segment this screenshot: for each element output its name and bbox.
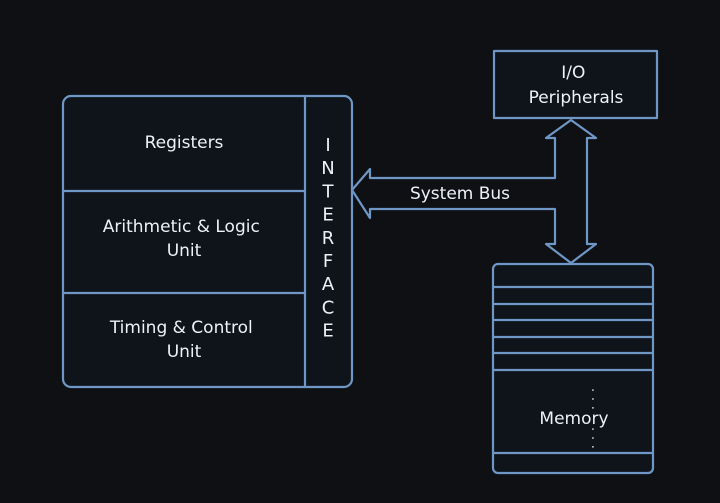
io-label: I/O Peripherals <box>529 63 624 108</box>
cpu-alu-label: Arithmetic & Logic Unit <box>103 217 265 261</box>
system-bus-label: System Bus <box>410 184 510 204</box>
interface-letter: N <box>321 158 334 179</box>
memory-ellipsis-top: · · · <box>584 388 600 410</box>
memory-rows <box>493 285 653 455</box>
interface-letter: C <box>322 297 335 318</box>
interface-letter: F <box>323 251 333 272</box>
io-outline <box>492 49 659 120</box>
interface-letter: T <box>322 181 335 202</box>
memory-ellipsis-bottom: · · · <box>584 427 600 449</box>
interface-letter: I <box>325 135 330 156</box>
memory-label: Memory <box>539 409 608 429</box>
interface-letter: E <box>322 321 333 342</box>
memory-outline <box>491 262 655 475</box>
io-peripherals-block: I/O Peripherals <box>492 49 659 120</box>
system-bus: System Bus <box>350 118 598 265</box>
cpu-block: Registers Arithmetic & Logic Unit Timing… <box>61 94 354 389</box>
cpu-outline <box>61 94 354 389</box>
memory-block: · · · Memory · · · <box>491 262 655 475</box>
interface-letter: A <box>322 274 335 295</box>
interface-letter: E <box>322 205 333 226</box>
interface-letter: R <box>322 228 335 249</box>
cpu-timing-control-label: Timing & Control Unit <box>109 318 258 362</box>
bus-arrow-outline <box>350 118 598 265</box>
cpu-registers-label: Registers <box>145 133 224 153</box>
